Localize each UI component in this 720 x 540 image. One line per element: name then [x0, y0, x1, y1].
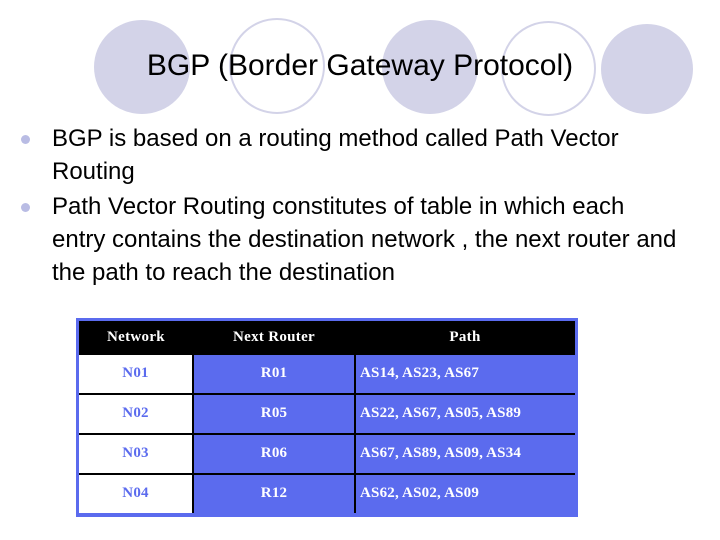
table-header: Network Next Router Path — [79, 321, 575, 355]
column-header-path: Path — [355, 321, 575, 355]
bullet-dot-icon — [21, 135, 30, 144]
cell-path: AS22, AS67, AS05, AS89 — [355, 393, 575, 434]
page-title: BGP (Border Gateway Protocol) — [146, 49, 574, 82]
cell-next-router: R06 — [193, 433, 356, 474]
list-item: BGP is based on a routing method called … — [14, 122, 684, 188]
cell-network: N04 — [79, 473, 194, 513]
list-item-text: Path Vector Routing constitutes of table… — [52, 193, 677, 286]
cell-network: N02 — [79, 393, 194, 434]
cell-next-router: R05 — [193, 393, 356, 434]
table-header-row: Network Next Router Path — [79, 321, 575, 355]
cell-network: N01 — [79, 355, 194, 394]
column-header-network: Network — [79, 321, 193, 355]
routing-table: Network Next Router Path N01 R01 AS14, A… — [79, 321, 575, 513]
cell-path: AS14, AS23, AS67 — [355, 355, 575, 394]
table-row: N01 R01 AS14, AS23, AS67 — [79, 355, 575, 394]
cell-next-router: R12 — [193, 473, 356, 513]
cell-network: N03 — [79, 433, 194, 474]
bullet-dot-icon — [21, 203, 30, 212]
routing-table-frame: Network Next Router Path N01 R01 AS14, A… — [76, 318, 578, 517]
table-row: N03 R06 AS67, AS89, AS09, AS34 — [79, 433, 575, 474]
list-item-text: BGP is based on a routing method called … — [52, 125, 619, 185]
table-row: N02 R05 AS22, AS67, AS05, AS89 — [79, 393, 575, 434]
cell-next-router: R01 — [193, 355, 356, 394]
list-item: Path Vector Routing constitutes of table… — [14, 190, 684, 289]
column-header-next-router: Next Router — [193, 321, 355, 355]
table-body: N01 R01 AS14, AS23, AS67 N02 R05 AS22, A… — [79, 355, 575, 513]
bullet-list: BGP is based on a routing method called … — [14, 122, 684, 291]
cell-path: AS62, AS02, AS09 — [355, 473, 575, 513]
table-row: N04 R12 AS62, AS02, AS09 — [79, 473, 575, 513]
cell-path: AS67, AS89, AS09, AS34 — [355, 433, 575, 474]
